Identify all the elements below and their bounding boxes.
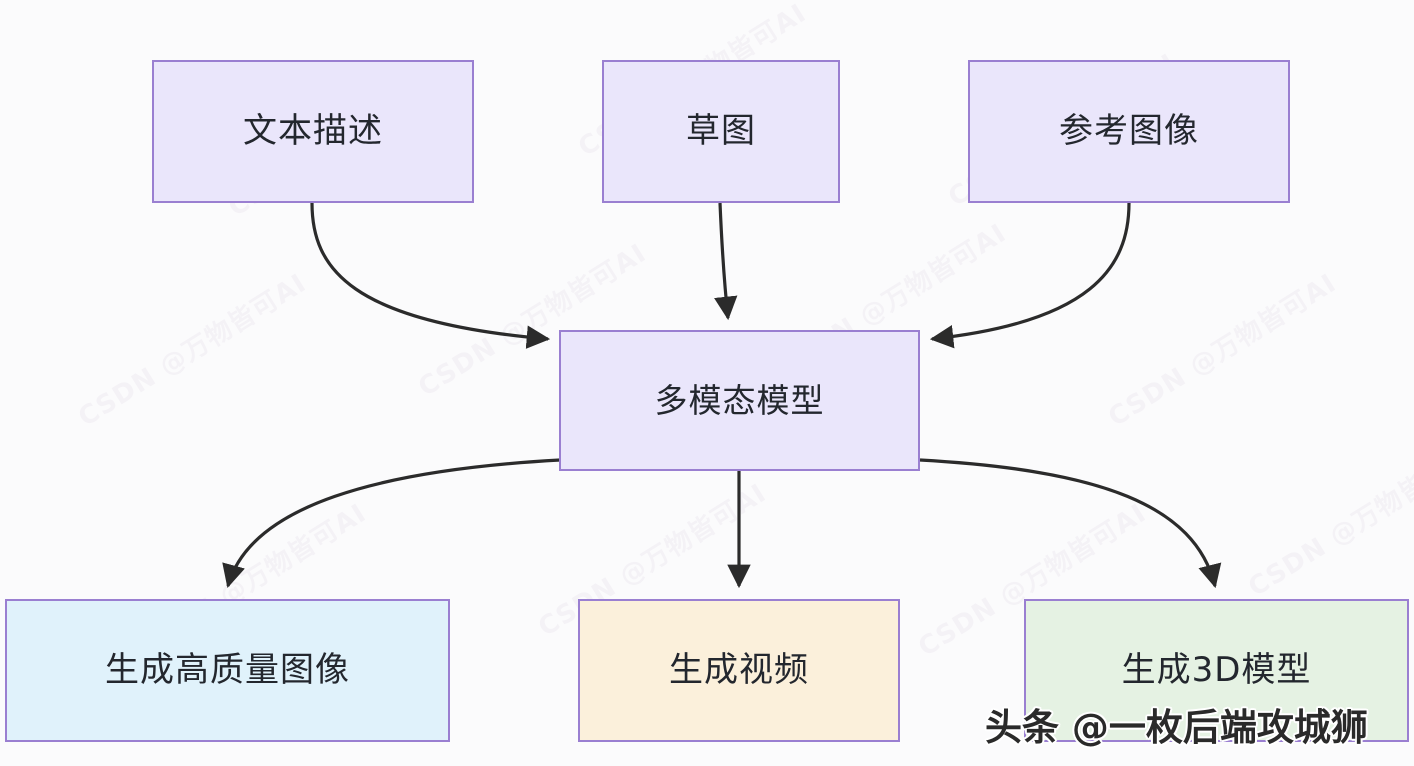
- node-label: 生成高质量图像: [105, 649, 350, 690]
- node-label: 生成3D模型: [1121, 649, 1312, 690]
- edge-model-to-3d: [919, 458, 1222, 589]
- edge-text-to-model: [310, 202, 551, 349]
- node-label: 草图: [686, 110, 756, 151]
- node-generate-video[interactable]: 生成视频: [578, 599, 900, 742]
- node-label: 文本描述: [243, 110, 383, 151]
- node-generate-3d-model[interactable]: 生成3D模型: [1024, 599, 1409, 742]
- node-sketch[interactable]: 草图: [602, 60, 840, 203]
- background-watermark-text: CSDN @万物皆可AI: [1243, 438, 1414, 603]
- node-text-description[interactable]: 文本描述: [152, 60, 474, 203]
- node-generate-high-quality-image[interactable]: 生成高质量图像: [5, 599, 450, 742]
- node-label: 生成视频: [669, 649, 809, 690]
- author-watermark: 头条 @一枚后端攻城狮: [985, 706, 1368, 749]
- edge-refimg-to-model: [929, 202, 1131, 349]
- node-multimodal-model[interactable]: 多模态模型: [559, 330, 920, 471]
- background-watermark-text: CSDN @万物皆可AI: [73, 268, 312, 433]
- background-watermark-text: CSDN @万物皆可AI: [1103, 268, 1342, 433]
- node-reference-image[interactable]: 参考图像: [968, 60, 1290, 203]
- edge-sketch-to-model: [714, 202, 738, 321]
- node-label: 参考图像: [1059, 110, 1199, 151]
- node-label: 多模态模型: [654, 380, 825, 420]
- edge-model-to-hqimage: [222, 458, 561, 589]
